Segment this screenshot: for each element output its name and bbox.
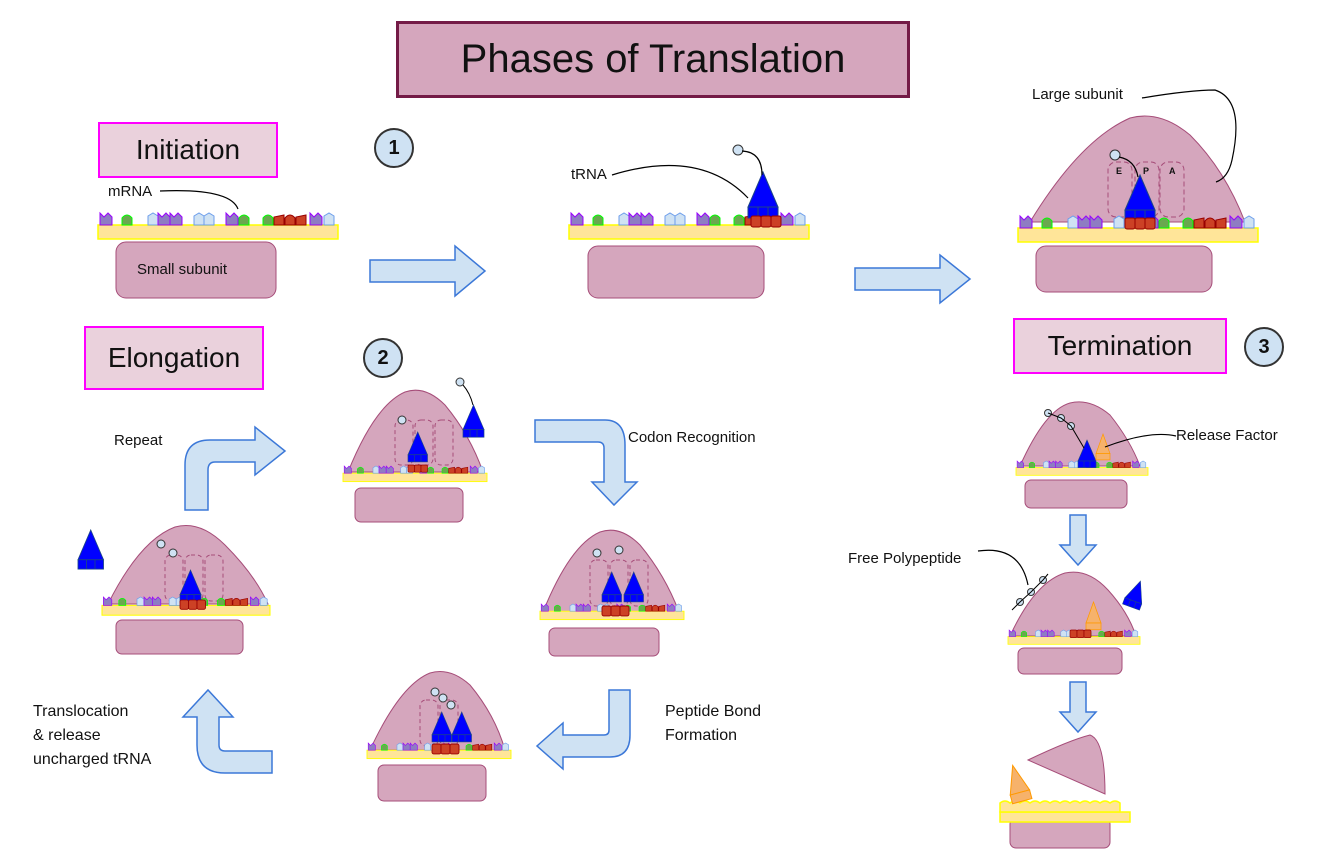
trna-label: tRNA	[571, 166, 607, 183]
curved-arrow-down-icon	[534, 419, 639, 507]
arrow-down-icon	[1058, 514, 1098, 567]
large-subunit-pointer-line	[1141, 89, 1237, 183]
phase-number-1: 1	[374, 128, 414, 168]
large-subunit	[1029, 115, 1246, 223]
initiation-step-3	[1017, 89, 1259, 293]
initiation-step-1	[97, 190, 339, 299]
repeat-label: Repeat	[114, 432, 163, 449]
elongation-ribosome-1	[342, 377, 488, 523]
released-large-subunit	[1026, 734, 1106, 795]
curved-arrow-left-icon	[535, 689, 631, 771]
mrna-label: mRNA	[108, 183, 153, 200]
initiation-step-2	[568, 144, 810, 299]
elongation-ribosome-2	[539, 529, 685, 657]
trna-icon	[747, 171, 779, 219]
free-polypeptide-pointer-line	[977, 549, 1029, 586]
curved-arrow-right-icon	[184, 425, 287, 511]
translocation-label-line2: & release	[33, 727, 101, 744]
large-subunit-label: Large subunit	[1032, 86, 1123, 103]
mrna-pointer-line	[159, 190, 239, 210]
phase-termination-label: Termination	[1013, 318, 1227, 374]
site-e-label: E	[1116, 166, 1123, 176]
mrna-strand	[97, 212, 339, 240]
translocation-label-line1: Translocation	[33, 703, 129, 720]
small-subunit-label: Small subunit	[137, 261, 228, 278]
release-factor-pointer-line	[1104, 433, 1177, 448]
elongation-ribosome-4	[77, 525, 271, 655]
site-a-label: A	[1169, 166, 1176, 176]
phase-number-3: 3	[1244, 327, 1284, 367]
termination-step-2	[977, 549, 1150, 675]
codon-recognition-label: Codon Recognition	[628, 429, 756, 446]
release-factor-label: Release Factor	[1176, 427, 1278, 444]
small-subunit	[115, 241, 277, 299]
peptide-bond-label-line1: Peptide Bond	[665, 703, 762, 720]
site-p-label: P	[1143, 166, 1150, 176]
phase-initiation-label: Initiation	[98, 122, 278, 178]
diagram-title: Phases of Translation	[396, 21, 910, 98]
translocation-label-line3: uncharged tRNA	[33, 751, 152, 768]
curved-arrow-up-icon	[181, 688, 273, 774]
arrow-down-icon	[1058, 681, 1098, 734]
arrow-right-icon	[369, 244, 487, 298]
peptide-bond-label-line2: Formation	[665, 727, 738, 744]
phase-elongation-label: Elongation	[84, 326, 264, 390]
free-polypeptide-label: Free Polypeptide	[848, 550, 962, 567]
trna-pointer-line	[611, 165, 749, 199]
elongation-ribosome-3	[366, 671, 512, 802]
arrow-right-icon	[854, 253, 972, 305]
termination-step-3	[999, 734, 1131, 849]
termination-step-1	[1015, 401, 1177, 509]
phase-number-2: 2	[363, 338, 403, 378]
